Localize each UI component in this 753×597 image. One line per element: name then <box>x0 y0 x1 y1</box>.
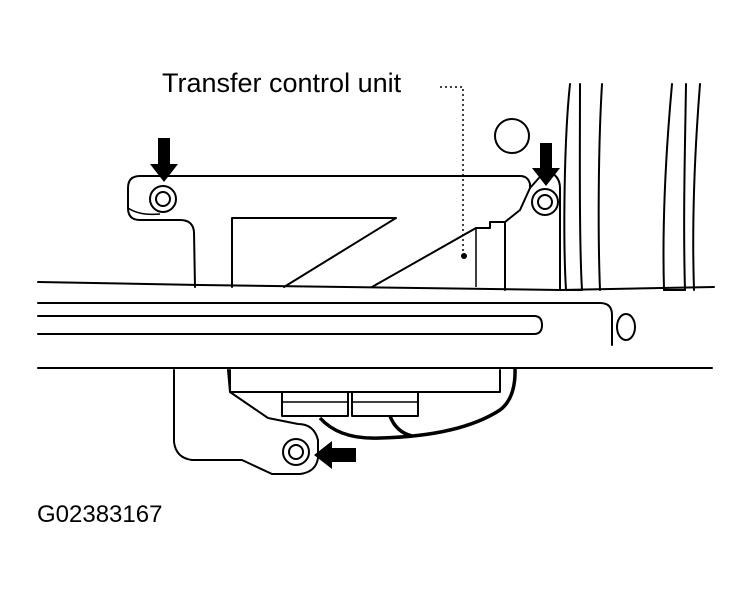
arrow-down-upper-right <box>532 143 560 186</box>
arrow-down-upper-left <box>150 138 178 182</box>
vertical-frame-rails <box>563 83 701 291</box>
bolt-upper-left <box>149 185 177 213</box>
upper-mounting-bracket <box>127 169 561 291</box>
arrow-left-lower <box>314 441 356 469</box>
lower-mounting-bracket <box>173 369 501 475</box>
wiring-harness <box>318 367 517 440</box>
figure-id: G02383167 <box>37 501 163 528</box>
cross-member <box>37 281 715 369</box>
callout-leader-line <box>440 86 464 253</box>
bolt-upper-right <box>531 188 559 216</box>
slot-hole <box>616 313 636 341</box>
transfer-control-unit-housing <box>231 217 506 288</box>
callout-leader-dot <box>461 253 467 259</box>
bolt-lower <box>282 438 310 466</box>
transfer-control-unit-label: Transfer control unit <box>162 68 402 98</box>
access-hole <box>494 118 530 154</box>
